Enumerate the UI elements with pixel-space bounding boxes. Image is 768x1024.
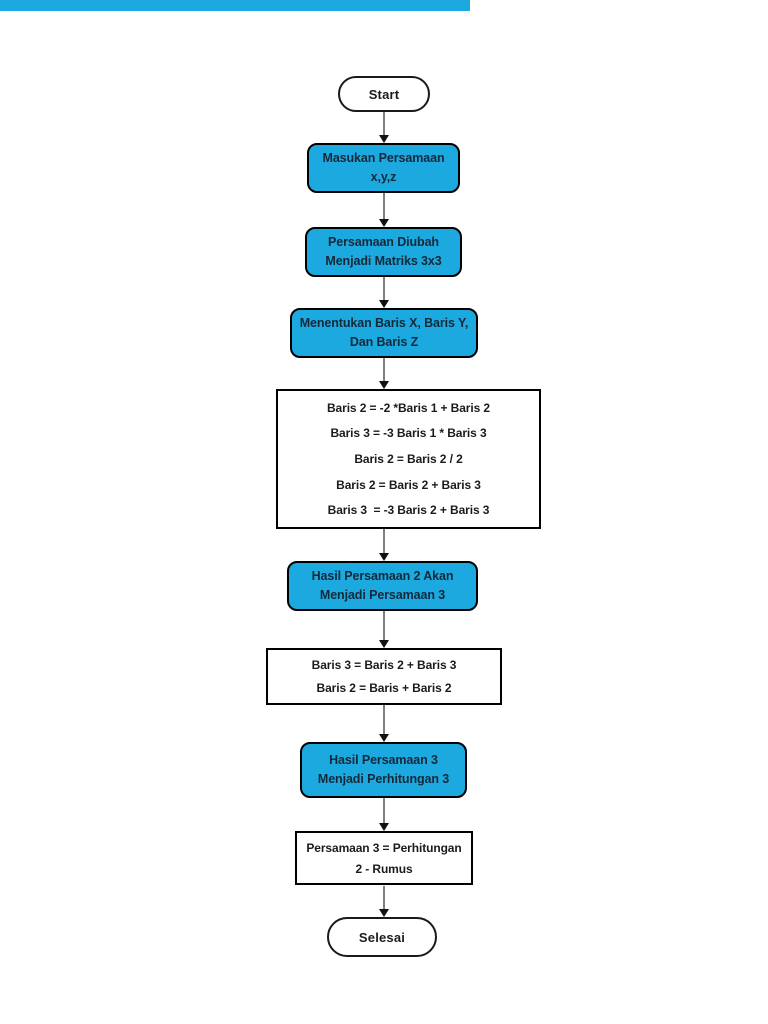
equation-line: Baris 2 = Baris 2 + Baris 3 [336, 477, 481, 492]
process-hasil-persamaan-2: Hasil Persamaan 2 Akan Menjadi Persamaan… [287, 561, 478, 611]
node-label: Masukan Persamaan [322, 151, 445, 165]
node-label: Menjadi Perhitungan 3 [317, 772, 450, 786]
flow-arrow [379, 193, 389, 227]
arrow-stem [383, 277, 385, 302]
node-label: Hasil Persamaan 3 [329, 753, 438, 767]
node-label: Menjadi Matriks 3x3 [325, 254, 442, 268]
node-label: Start [368, 86, 400, 102]
node-label: x,y,z [370, 170, 397, 184]
arrowhead-icon [379, 135, 389, 143]
node-label: Hasil Persamaan 2 Akan [311, 569, 454, 583]
arrow-stem [383, 112, 385, 137]
equation-line: Persamaan 3 = Perhitungan [306, 840, 462, 855]
arrowhead-icon [379, 300, 389, 308]
arrow-stem [383, 529, 385, 555]
process-masukan-persamaan: Masukan Persamaan x,y,z [307, 143, 460, 193]
arrowhead-icon [379, 553, 389, 561]
node-label: Selesai [358, 929, 406, 945]
node-label: Menjadi Persamaan 3 [319, 588, 446, 602]
arrowhead-icon [379, 909, 389, 917]
flow-arrow [379, 705, 389, 742]
arrowhead-icon [379, 219, 389, 227]
arrow-stem [383, 358, 385, 383]
node-label: Persamaan Diubah [328, 235, 439, 249]
end-terminator: Selesai [327, 917, 437, 957]
process-menentukan-baris: Menentukan Baris X, Baris Y, Dan Baris Z [290, 308, 478, 358]
flow-arrow [379, 886, 389, 917]
arrowhead-icon [379, 734, 389, 742]
equation-line: Baris 2 = Baris 2 / 2 [354, 451, 463, 466]
arrowhead-icon [379, 823, 389, 831]
flow-arrow [379, 112, 389, 143]
arrow-stem [383, 705, 385, 736]
process-operasi-baris-1: Baris 2 = -2 *Baris 1 + Baris 2 Baris 3 … [276, 389, 541, 529]
process-persamaan-diubah: Persamaan Diubah Menjadi Matriks 3x3 [305, 227, 462, 277]
equation-line: Baris 3 = -3 Baris 1 * Baris 3 [330, 426, 487, 441]
process-persamaan-3-rumus: Persamaan 3 = Perhitungan 2 - Rumus [295, 831, 473, 885]
arrow-stem [383, 611, 385, 642]
arrow-stem [383, 193, 385, 221]
arrowhead-icon [379, 640, 389, 648]
arrow-stem [383, 886, 385, 911]
process-hasil-persamaan-3: Hasil Persamaan 3 Menjadi Perhitungan 3 [300, 742, 467, 798]
flow-arrow [379, 529, 389, 561]
flow-arrow [379, 358, 389, 389]
equation-line: Baris 3 = Baris 2 + Baris 3 [311, 658, 457, 673]
process-operasi-baris-2: Baris 3 = Baris 2 + Baris 3 Baris 2 = Ba… [266, 648, 502, 705]
equation-line: Baris 2 = -2 *Baris 1 + Baris 2 [326, 400, 490, 415]
progress-bar [0, 0, 470, 11]
start-terminator: Start [338, 76, 430, 112]
equation-line: 2 - Rumus [355, 861, 413, 876]
node-label: Dan Baris Z [349, 335, 419, 349]
arrow-stem [383, 798, 385, 825]
equation-line: Baris 3 = -3 Baris 2 + Baris 3 [327, 503, 490, 518]
arrowhead-icon [379, 381, 389, 389]
node-label: Menentukan Baris X, Baris Y, [299, 316, 469, 330]
flow-arrow [379, 798, 389, 831]
flow-arrow [379, 611, 389, 648]
flow-arrow [379, 277, 389, 308]
equation-line: Baris 2 = Baris + Baris 2 [316, 680, 452, 695]
